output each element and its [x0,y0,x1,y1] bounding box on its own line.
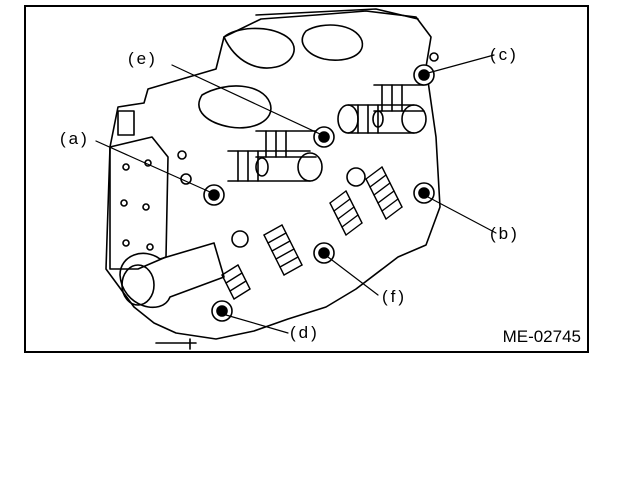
bolt-e [171,64,335,148]
flange-bolt-hole [122,239,130,247]
bolt-d [211,300,289,334]
callout-c: (c) [490,45,519,64]
flange-bolt-hole [146,243,154,251]
side-flange [109,136,169,270]
diagram-frame: (a) (b) (c) (d) (e) (f) ME-02745 [24,5,589,353]
flange-bolt-hole [122,163,130,171]
cylinder-head-illustration [95,8,497,350]
bolt-b [413,182,497,234]
body-bolt-hole [231,230,249,248]
callout-f: (f) [382,287,408,306]
body-bolt-hole [177,150,187,160]
valve-spring-lower [221,264,251,300]
pipe-opening [121,264,155,306]
valve-spring-middle [329,190,363,236]
body-bolt-hole [429,52,439,62]
valve-spring-right [365,166,403,220]
body-bolt-hole [346,167,366,187]
top-cover [223,27,295,69]
cylinder-head-body [105,10,441,340]
top-cover-rim [255,8,419,20]
bolt-c [413,54,495,86]
callout-e: (e) [128,49,158,68]
bolt-a [95,140,225,206]
callout-d: (d) [290,323,320,342]
sensor-boss [117,110,135,136]
flange-bolt-hole [142,203,150,211]
figure-code: ME-02745 [502,327,581,346]
base-edge [155,338,197,350]
flange-bolt-hole [120,199,128,207]
bolt-f [313,242,379,296]
top-cover-port [301,24,364,61]
camshaft-lower [227,130,323,182]
callout-b: (b) [490,224,520,243]
intake-port [198,85,272,129]
coolant-pipe [119,242,225,308]
callout-a: (a) [60,129,90,148]
camshaft-upper [337,84,427,134]
valve-spring-center [263,224,303,276]
